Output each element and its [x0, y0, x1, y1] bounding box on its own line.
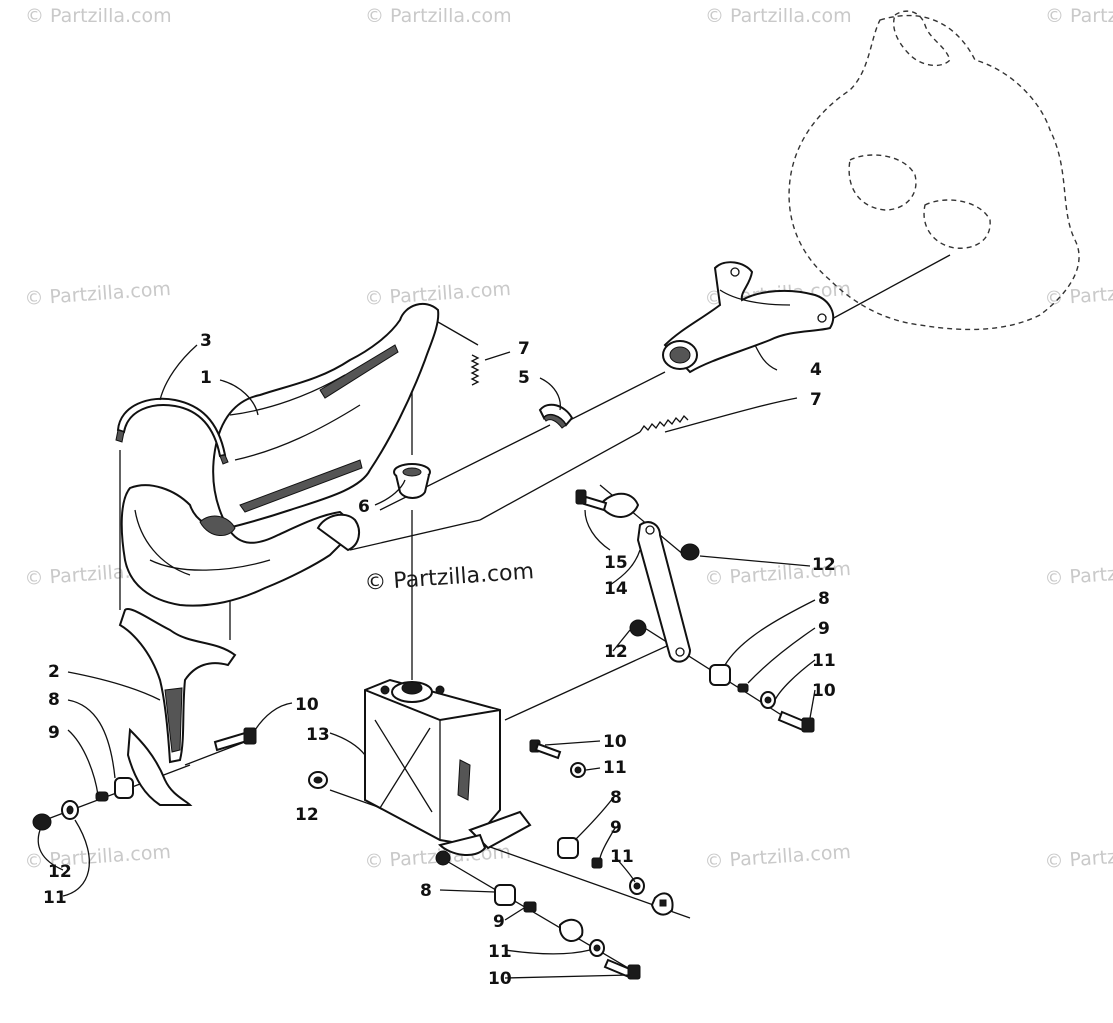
callout-9-mid: 9: [610, 818, 622, 838]
callout-1-muffler-strap: 3: [200, 331, 212, 351]
tank-bottom-hardware: [435, 850, 641, 980]
tank-bracket-hardware: [557, 837, 674, 916]
callout-11-right: 11: [812, 651, 836, 671]
watermark: © Partzilla.com: [364, 278, 512, 310]
callout-bolt-15: 15: [604, 553, 628, 573]
callout-10-right: 10: [812, 681, 836, 701]
expansion-chamber: [120, 302, 440, 607]
nut-tank-left: [308, 771, 328, 789]
callout-9-right: 9: [818, 619, 830, 639]
watermark: © Partzilla.com: [705, 5, 852, 27]
left-mount-hardware: [32, 727, 193, 831]
callout-spring-lower: 7: [810, 390, 822, 410]
nut-right-upper: [680, 543, 700, 561]
muffler-strap: [115, 397, 229, 465]
engine-outline: [788, 10, 1080, 331]
callout-8-right: 8: [818, 589, 830, 609]
watermark: © Partzilla.com: [24, 278, 172, 310]
callout-8-left: 8: [48, 690, 60, 710]
clamp-ring: [538, 403, 574, 429]
watermark-main: © Partzilla.com: [364, 559, 535, 596]
bolt-15: [575, 489, 640, 518]
callout-tank: 13: [306, 725, 330, 745]
callout-labels: 3 1 7 5 4 7 6 2 8 9 10 13 12 12 11 15 14…: [43, 331, 836, 989]
tank-bolt-upper: [529, 739, 586, 778]
callout-11-left: 11: [43, 888, 67, 908]
watermark: © Partzilla.com: [365, 5, 512, 27]
watermark: © Partzilla.com: [1044, 841, 1113, 873]
grommet: [393, 463, 431, 499]
callout-spring-upper: 7: [518, 339, 530, 359]
callout-8-bottom: 8: [420, 881, 432, 901]
callout-9-bottom: 9: [493, 912, 505, 932]
exhaust-spring-lower: [639, 414, 689, 433]
watermark: © Partzilla.com: [704, 841, 852, 873]
callout-10-bottom: 10: [488, 969, 512, 989]
callout-10-mid: 10: [603, 732, 627, 752]
exhaust-spring-upper: [470, 354, 480, 386]
callout-clamp-ring: 5: [518, 368, 530, 388]
watermark: © Partzilla.com: [1044, 278, 1113, 310]
bolt-left: [213, 727, 257, 752]
exhaust-manifold: [662, 261, 835, 374]
watermark: © Partzilla.com: [25, 5, 172, 27]
callout-expansion-chamber: 1: [200, 368, 212, 388]
callout-manifold: 4: [810, 360, 822, 380]
callout-12-tank: 12: [295, 805, 319, 825]
callout-10-left: 10: [295, 695, 319, 715]
callout-12-right-mid: 12: [604, 642, 628, 662]
right-mount-hardware: [709, 664, 815, 733]
callout-grommet: 6: [358, 497, 370, 517]
callout-12-left: 12: [48, 862, 72, 882]
watermark: © Partzilla.com: [1044, 558, 1113, 590]
watermark: © Partzilla.com: [24, 841, 172, 873]
reservoir-tank: [364, 678, 532, 856]
leader-lines: [37, 344, 816, 979]
watermark: © Partzilla.com: [1045, 5, 1113, 27]
callout-12-right-upper: 12: [812, 555, 836, 575]
callout-11-lower: 11: [610, 847, 634, 867]
callout-9-left: 9: [48, 723, 60, 743]
callout-bracket: 2: [48, 662, 60, 682]
callout-11-bottom: 11: [488, 942, 512, 962]
support-arm: [636, 521, 692, 663]
muffler-bracket: [118, 608, 237, 764]
callout-8-mid: 8: [610, 788, 622, 808]
nut-right-mid: [629, 619, 647, 637]
callout-11-mid: 11: [603, 758, 627, 778]
callout-arm-14: 14: [604, 579, 628, 599]
